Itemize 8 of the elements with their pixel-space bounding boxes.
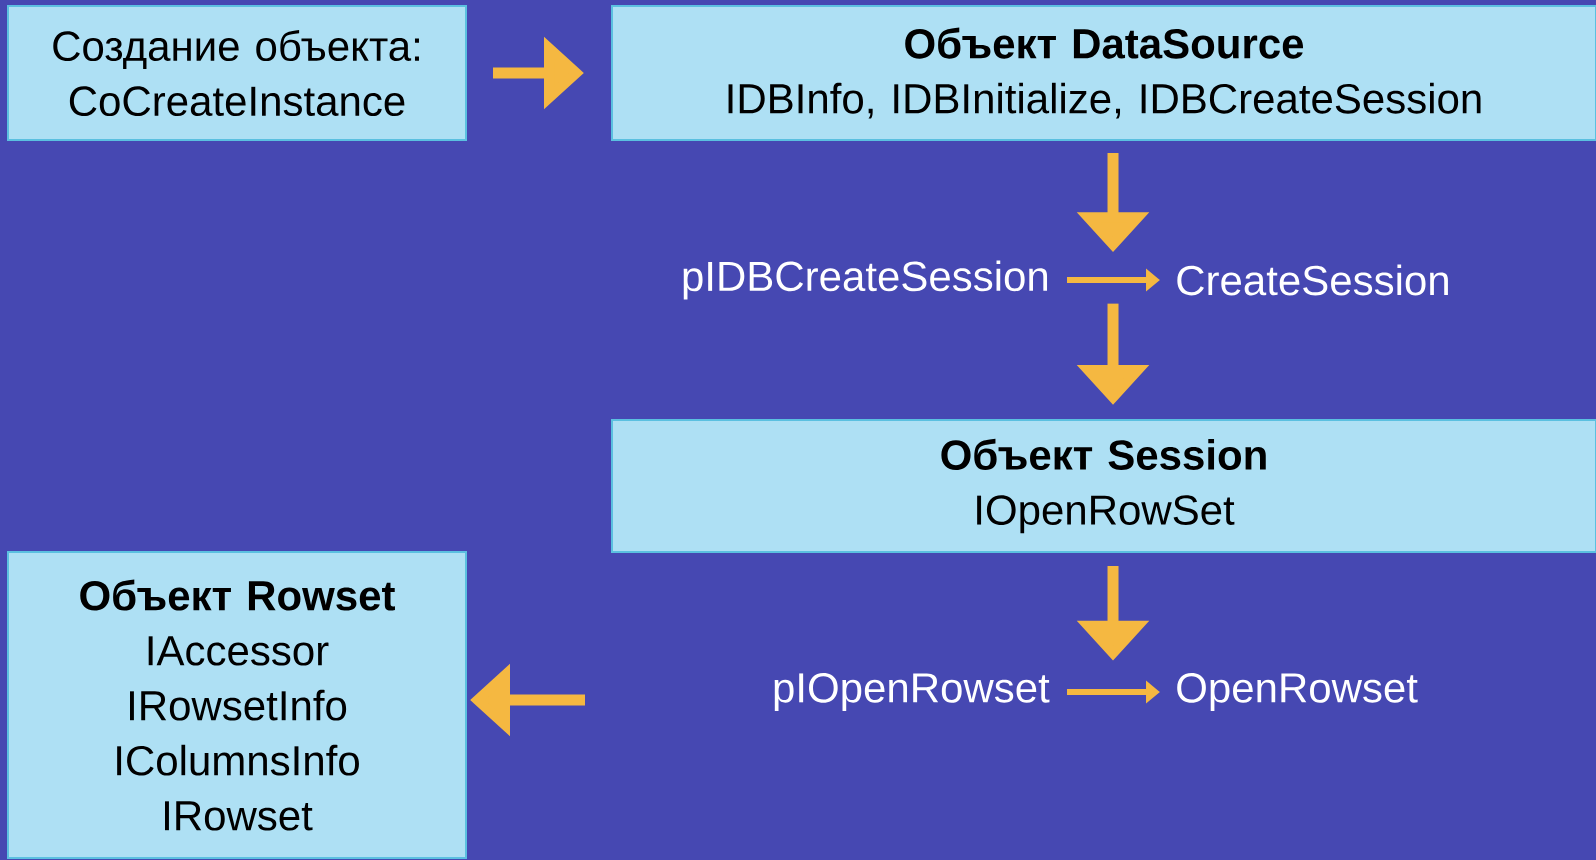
method-name: OpenRowset: [1177, 673, 1418, 712]
object-box: Объект Session IOpenRowSet: [611, 419, 1596, 553]
method-name: CreateSession: [1177, 264, 1448, 296]
object-box: Объект Rowset IAccessor IRowsetInfo IColumnsInfo IRowset: [7, 551, 467, 859]
method-name: pIDBCreateSession: [683, 260, 1048, 300]
object-box: Создание объекта: CoCreateInstance: [7, 5, 467, 141]
object-box: Объект DataSource IDBInfo, IDBInitialize, IDBCreateSession: [611, 5, 1596, 141]
method-name: pIOpenRowset: [774, 673, 1050, 712]
